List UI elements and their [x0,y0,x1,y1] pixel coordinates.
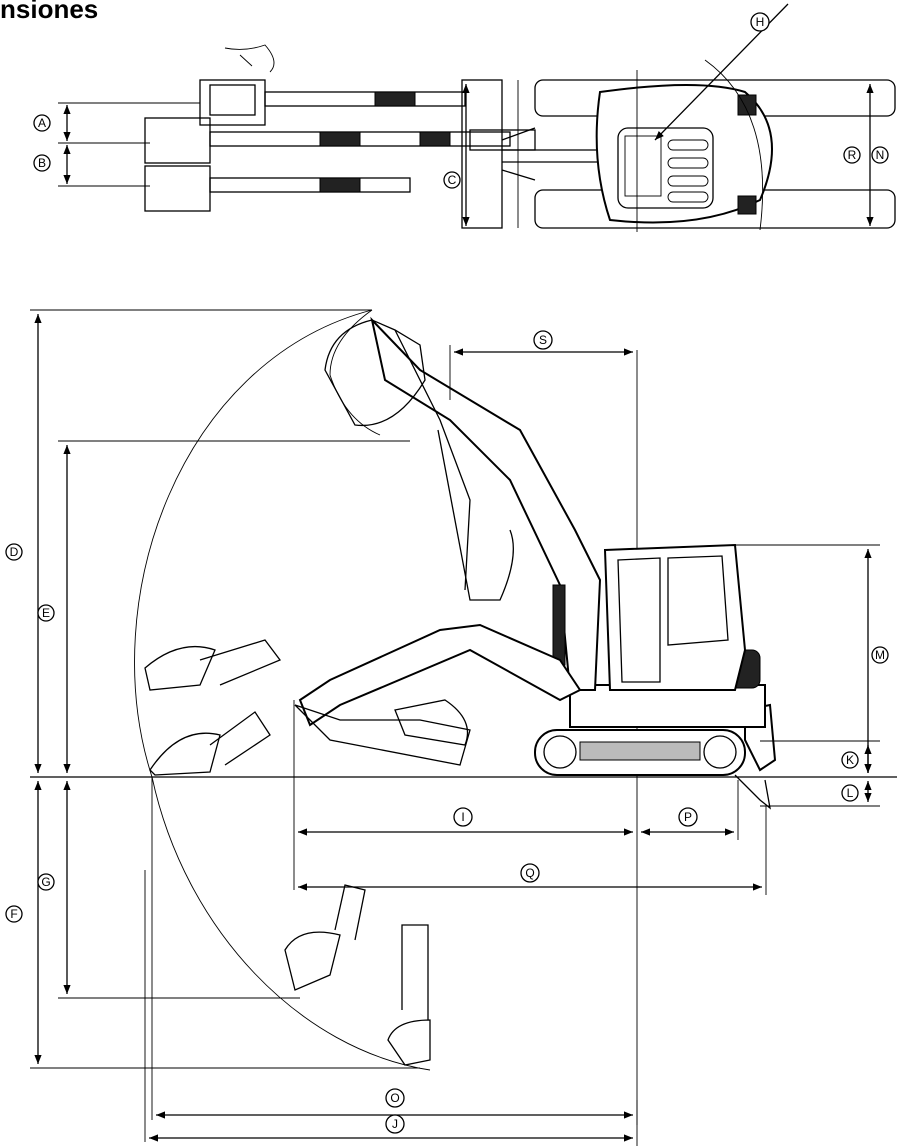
top-arm-center [144,117,536,164]
side-view [30,309,897,1146]
label-O: O [385,1088,405,1108]
label-C: C [443,171,461,189]
label-G: G [37,873,55,891]
label-F: F [5,905,23,923]
page-title: nsiones [0,0,99,24]
svg-text:I: I [461,810,464,824]
label-R: R [843,146,861,164]
svg-text:O: O [390,1091,399,1105]
top-view [58,3,896,232]
svg-text:Q: Q [525,866,534,880]
label-M: M [871,646,889,664]
label-A: A [33,114,51,132]
label-S: S [533,330,553,350]
label-I: I [453,807,473,827]
svg-text:M: M [875,648,885,662]
label-H: H [750,12,770,32]
label-B: B [33,154,51,172]
svg-text:P: P [684,810,692,824]
svg-text:G: G [41,875,50,889]
svg-text:B: B [38,156,46,170]
svg-text:R: R [848,148,857,162]
svg-text:L: L [847,786,854,800]
svg-text:D: D [10,545,19,559]
label-J: J [385,1114,405,1134]
svg-text:A: A [38,116,46,130]
label-Q: Q [520,863,540,883]
label-L: L [841,784,859,802]
label-N: N [871,146,889,164]
svg-text:E: E [42,606,50,620]
label-P: P [678,807,698,827]
svg-text:H: H [756,15,765,29]
label-K: K [841,751,859,769]
svg-text:S: S [539,333,547,347]
svg-text:F: F [10,907,17,921]
top-arm-left [199,79,466,126]
top-arm-right [144,165,411,212]
label-E: E [37,604,55,622]
svg-text:N: N [876,148,885,162]
svg-text:J: J [392,1117,398,1131]
svg-text:K: K [846,753,854,767]
label-D: D [5,543,23,561]
svg-text:C: C [448,173,457,187]
